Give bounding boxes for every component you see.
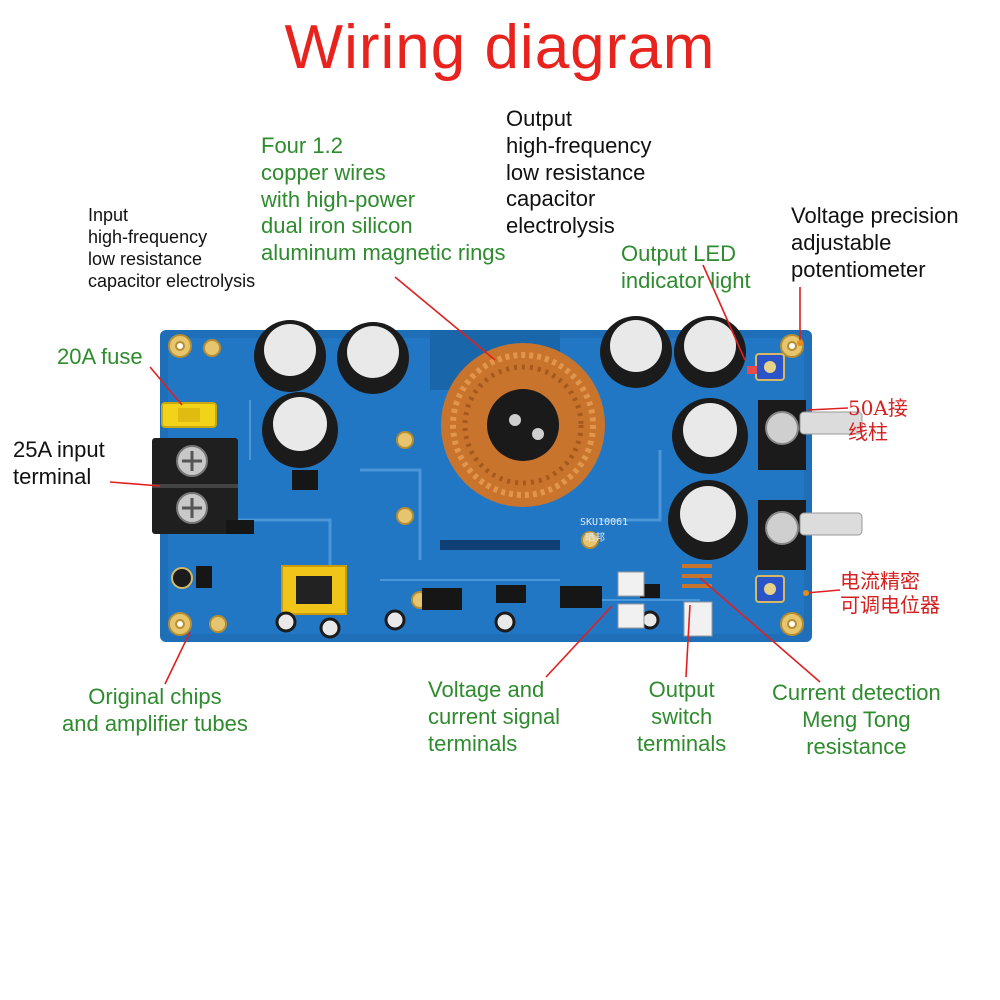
label-voltage-potentiometer: Voltage precision adjustable potentiomet…: [791, 203, 959, 282]
label-copper-wires: Four 1.2 copper wires with high-power du…: [261, 133, 506, 266]
output-capacitors: [600, 316, 748, 560]
mounting-holes: [168, 334, 804, 636]
model-marking: SKU10061: [580, 517, 628, 528]
leader-lines: [109, 264, 849, 685]
label-original-chips: Original chips and amplifier tubes: [62, 684, 248, 736]
output-studs: [758, 400, 863, 570]
label-50a-terminal: 50A接 线柱: [848, 396, 908, 445]
label-input-capacitor: Input high-frequency low resistance capa…: [88, 205, 256, 291]
input-capacitors: [254, 320, 409, 468]
label-output-led: Output LED indicator light: [621, 241, 751, 293]
label-current-resistance: Current detection Meng Tong resistance: [772, 680, 941, 759]
small-capacitors: [171, 567, 660, 639]
transformer: [281, 565, 347, 615]
leader-dots: [797, 340, 809, 596]
ics: [196, 470, 660, 610]
fuse: [161, 402, 217, 428]
label-fuse: 20A fuse: [57, 344, 143, 369]
label-current-potentiometer: 电流精密 可调电位器: [840, 569, 940, 618]
label-signal-terminals: Voltage and current signal terminals: [428, 677, 561, 756]
input-terminal-block: [152, 438, 238, 534]
label-input-terminal: 25A input terminal: [13, 437, 105, 489]
label-output-capacitor: Output high-frequency low resistance cap…: [506, 106, 652, 239]
current-shunt: [682, 564, 712, 588]
diagram-title: Wiring diagram: [284, 13, 716, 82]
toroid-inductor: [441, 343, 605, 507]
output-led: [747, 366, 757, 374]
label-switch-terminals: Output switch terminals: [637, 677, 727, 756]
potentiometers: [755, 353, 785, 603]
brand-marking: 晒邦: [585, 531, 605, 544]
